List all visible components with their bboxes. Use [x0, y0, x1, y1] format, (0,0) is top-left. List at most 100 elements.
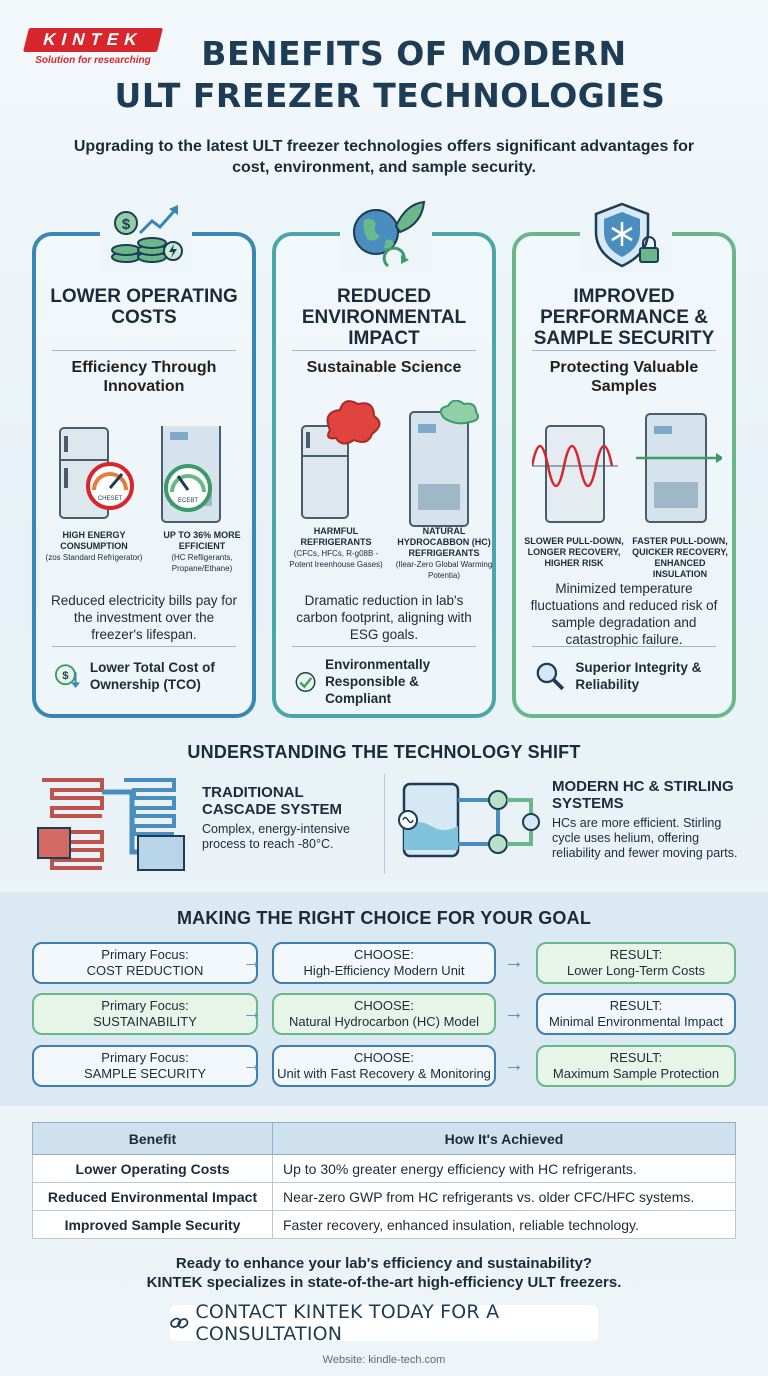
choose-sample-security: CHOOSE: Unit with Fast Recovery & Monito…	[272, 1045, 496, 1087]
card-description: Reduced electricity bills pay for the in…	[50, 593, 238, 642]
modern-system-desc: HCs are more efficient. Stirling cycle u…	[552, 816, 738, 860]
table-cell: Faster recovery, enhanced insulation, re…	[272, 1210, 736, 1239]
card-title: IMPROVED PERFORMANCE & SAMPLE SECURITY	[533, 286, 715, 349]
focus-value: SUSTAINABILITY	[93, 1014, 197, 1029]
card-footer: Superior Integrity & Reliability	[534, 656, 722, 696]
traditional-system-desc: Complex, energy-intensive process to rea…	[202, 822, 350, 851]
choose-label: CHOOSE:	[354, 998, 414, 1013]
table-row: Improved Sample Security Faster recovery…	[32, 1210, 736, 1239]
cta-line2: KINTEK specializes in state-of-the-art h…	[146, 1274, 622, 1291]
result-label: RESULT:	[609, 947, 663, 962]
divider	[532, 350, 716, 351]
table-row: Reduced Environmental Impact Near-zero G…	[32, 1182, 736, 1211]
result-value: Maximum Sample Protection	[552, 1066, 720, 1081]
cta-question: Ready to enhance your lab's efficiency a…	[0, 1254, 768, 1292]
card-footer: Environmentally Responsible & Compliant	[294, 656, 482, 707]
money-growth-icon: $	[100, 198, 192, 272]
choose-value: High-Efficiency Modern Unit	[303, 963, 465, 978]
card-subtitle: Protecting Valuable Samples	[549, 359, 699, 395]
result-value: Lower Long-Term Costs	[567, 963, 705, 978]
page-title-line1: BENEFITS OF MODERN	[201, 34, 627, 73]
globe-leaf-icon	[340, 198, 432, 272]
cta-line1: Ready to enhance your lab's efficiency a…	[175, 1255, 593, 1272]
shield-snowflake-icon	[580, 198, 672, 272]
arrow-icon: →	[504, 1054, 524, 1076]
benefits-table: Benefit How It's Achieved Lower Operatin…	[32, 1122, 736, 1239]
divider	[52, 646, 236, 647]
link-icon	[170, 1317, 189, 1329]
choose-value: Natural Hydrocarbon (HC) Model	[288, 1014, 479, 1029]
card-subtitle: Sustainable Science	[306, 359, 462, 376]
focus-label: Primary Focus:	[101, 947, 189, 962]
focus-value: COST REDUCTION	[86, 963, 204, 978]
card-title: REDUCED ENVIRONMENTAL IMPACT	[301, 286, 467, 349]
choose-sustainability: CHOOSE: Natural Hydrocarbon (HC) Model	[272, 993, 496, 1035]
freezer-comparison-illustration: CHESET ECEBT	[59, 426, 221, 523]
table-cell: Reduced Environmental Impact	[32, 1182, 273, 1211]
footer-text: Lower Total Cost of Ownership (TCO)	[89, 660, 215, 692]
gauge-efficient-label: ECEBT	[178, 498, 198, 504]
focus-sample-security: Primary Focus: SAMPLE SECURITY	[32, 1045, 258, 1087]
gauge-high-label: CHESET	[98, 496, 123, 502]
stirling-system-icon	[398, 782, 540, 858]
focus-label: Primary Focus:	[101, 998, 189, 1013]
page-title-line2: ULT FREEZER TECHNOLOGIES	[114, 76, 666, 115]
choose-label: CHOOSE:	[354, 1050, 414, 1065]
faster-recovery-label: FASTER PULL-DOWN, QUICKER RECOVERY, ENHA…	[632, 536, 728, 579]
card-title: LOWER OPERATING COSTS	[50, 286, 238, 328]
table-cell: Up to 30% greater energy efficiency with…	[272, 1154, 736, 1183]
cascade-system-icon	[37, 778, 185, 871]
dollar-down-icon: $	[54, 664, 81, 689]
check-circle-icon	[295, 671, 316, 692]
arrow-icon: →	[242, 1002, 262, 1024]
svg-text:$: $	[122, 216, 131, 233]
card-footer: $ Lower Total Cost of Ownership (TCO)	[54, 656, 242, 696]
card-environmental-impact: REDUCED ENVIRONMENTAL IMPACT Sustainable…	[272, 198, 496, 718]
arrow-icon: →	[242, 951, 262, 973]
footer-text: Superior Integrity & Reliability	[575, 660, 702, 692]
right-label-text: UP TO 36% MORE EFFICIENT	[163, 530, 241, 551]
traditional-system-title: TRADITIONAL CASCADE SYSTEM	[202, 784, 343, 818]
right-label-note: (HC Refligerants, Propane/Ethane)	[171, 553, 233, 573]
contact-button-label: CONTACT KINTEK TODAY FOR A CONSULTATION	[195, 1301, 500, 1345]
focus-cost-reduction: Primary Focus: COST REDUCTION	[32, 942, 258, 984]
harmful-label: HARMFUL REFRIGERANTS (CFCs, HFCs, R-g08B…	[282, 526, 390, 570]
left-label-text: HIGH ENERGY CONSUMPTION	[60, 530, 128, 551]
footer-text: Environmentally Responsible & Compliant	[325, 657, 431, 706]
left-label-text: HARMFUL REFRIGERANTS	[300, 526, 372, 547]
website-link[interactable]: Website: kindle-tech.com	[322, 1354, 446, 1366]
card-sample-security: IMPROVED PERFORMANCE & SAMPLE SECURITY P…	[512, 198, 736, 718]
divider	[292, 350, 476, 351]
contact-button[interactable]: CONTACT KINTEK TODAY FOR A CONSULTATION	[170, 1301, 598, 1345]
refrigerant-comparison-illustration	[301, 400, 479, 527]
left-label-note: (CFCs, HFCs, R-g08B - Potent Ireenhouse …	[289, 549, 383, 569]
divider	[52, 350, 236, 351]
divider	[292, 646, 476, 647]
result-label: RESULT:	[609, 998, 663, 1013]
intro-text: Upgrading to the latest ULT freezer tech…	[73, 138, 695, 176]
choose-label: CHOOSE:	[354, 947, 414, 962]
table-cell: Improved Sample Security	[32, 1210, 273, 1239]
focus-value: SAMPLE SECURITY	[83, 1066, 207, 1081]
result-label: RESULT:	[609, 1050, 663, 1065]
table-cell: Near-zero GWP from HC refrigerants vs. o…	[272, 1182, 736, 1211]
choose-cost-reduction: CHOOSE: High-Efficiency Modern Unit	[272, 942, 496, 984]
arrow-icon: →	[504, 951, 524, 973]
focus-label: Primary Focus:	[101, 1050, 189, 1065]
card-description: Minimized temperature fluctuations and r…	[530, 581, 718, 647]
kintek-logo: KINTEK Solution for researching	[23, 28, 163, 66]
arrow-icon: →	[242, 1054, 262, 1076]
column-header: How It's Achieved	[272, 1122, 736, 1155]
magnifier-icon	[536, 662, 565, 691]
choice-section: MAKING THE RIGHT CHOICE FOR YOUR GOAL Pr…	[0, 892, 768, 1106]
left-label-note: (zos Standard Refrigerator)	[45, 553, 143, 562]
high-energy-label: HIGH ENERGY CONSUMPTION (zos Standard Re…	[42, 530, 146, 563]
slower-recovery-label: SLOWER PULL-DOWN, LONGER RECOVERY, HIGHE…	[524, 536, 624, 568]
traditional-system-block: TRADITIONAL CASCADE SYSTEM Complex, ener…	[202, 784, 380, 852]
logo-tagline: Solution for researching	[35, 55, 151, 66]
svg-text:$: $	[62, 670, 69, 682]
right-label-text: NATURAL HYDROCABBON (HC) REFRIGERANTS	[397, 526, 491, 558]
table-row: Lower Operating Costs Up to 30% greater …	[32, 1154, 736, 1183]
result-sample-security: RESULT: Maximum Sample Protection	[536, 1045, 736, 1087]
choose-value: Unit with Fast Recovery & Monitoring	[277, 1066, 491, 1081]
